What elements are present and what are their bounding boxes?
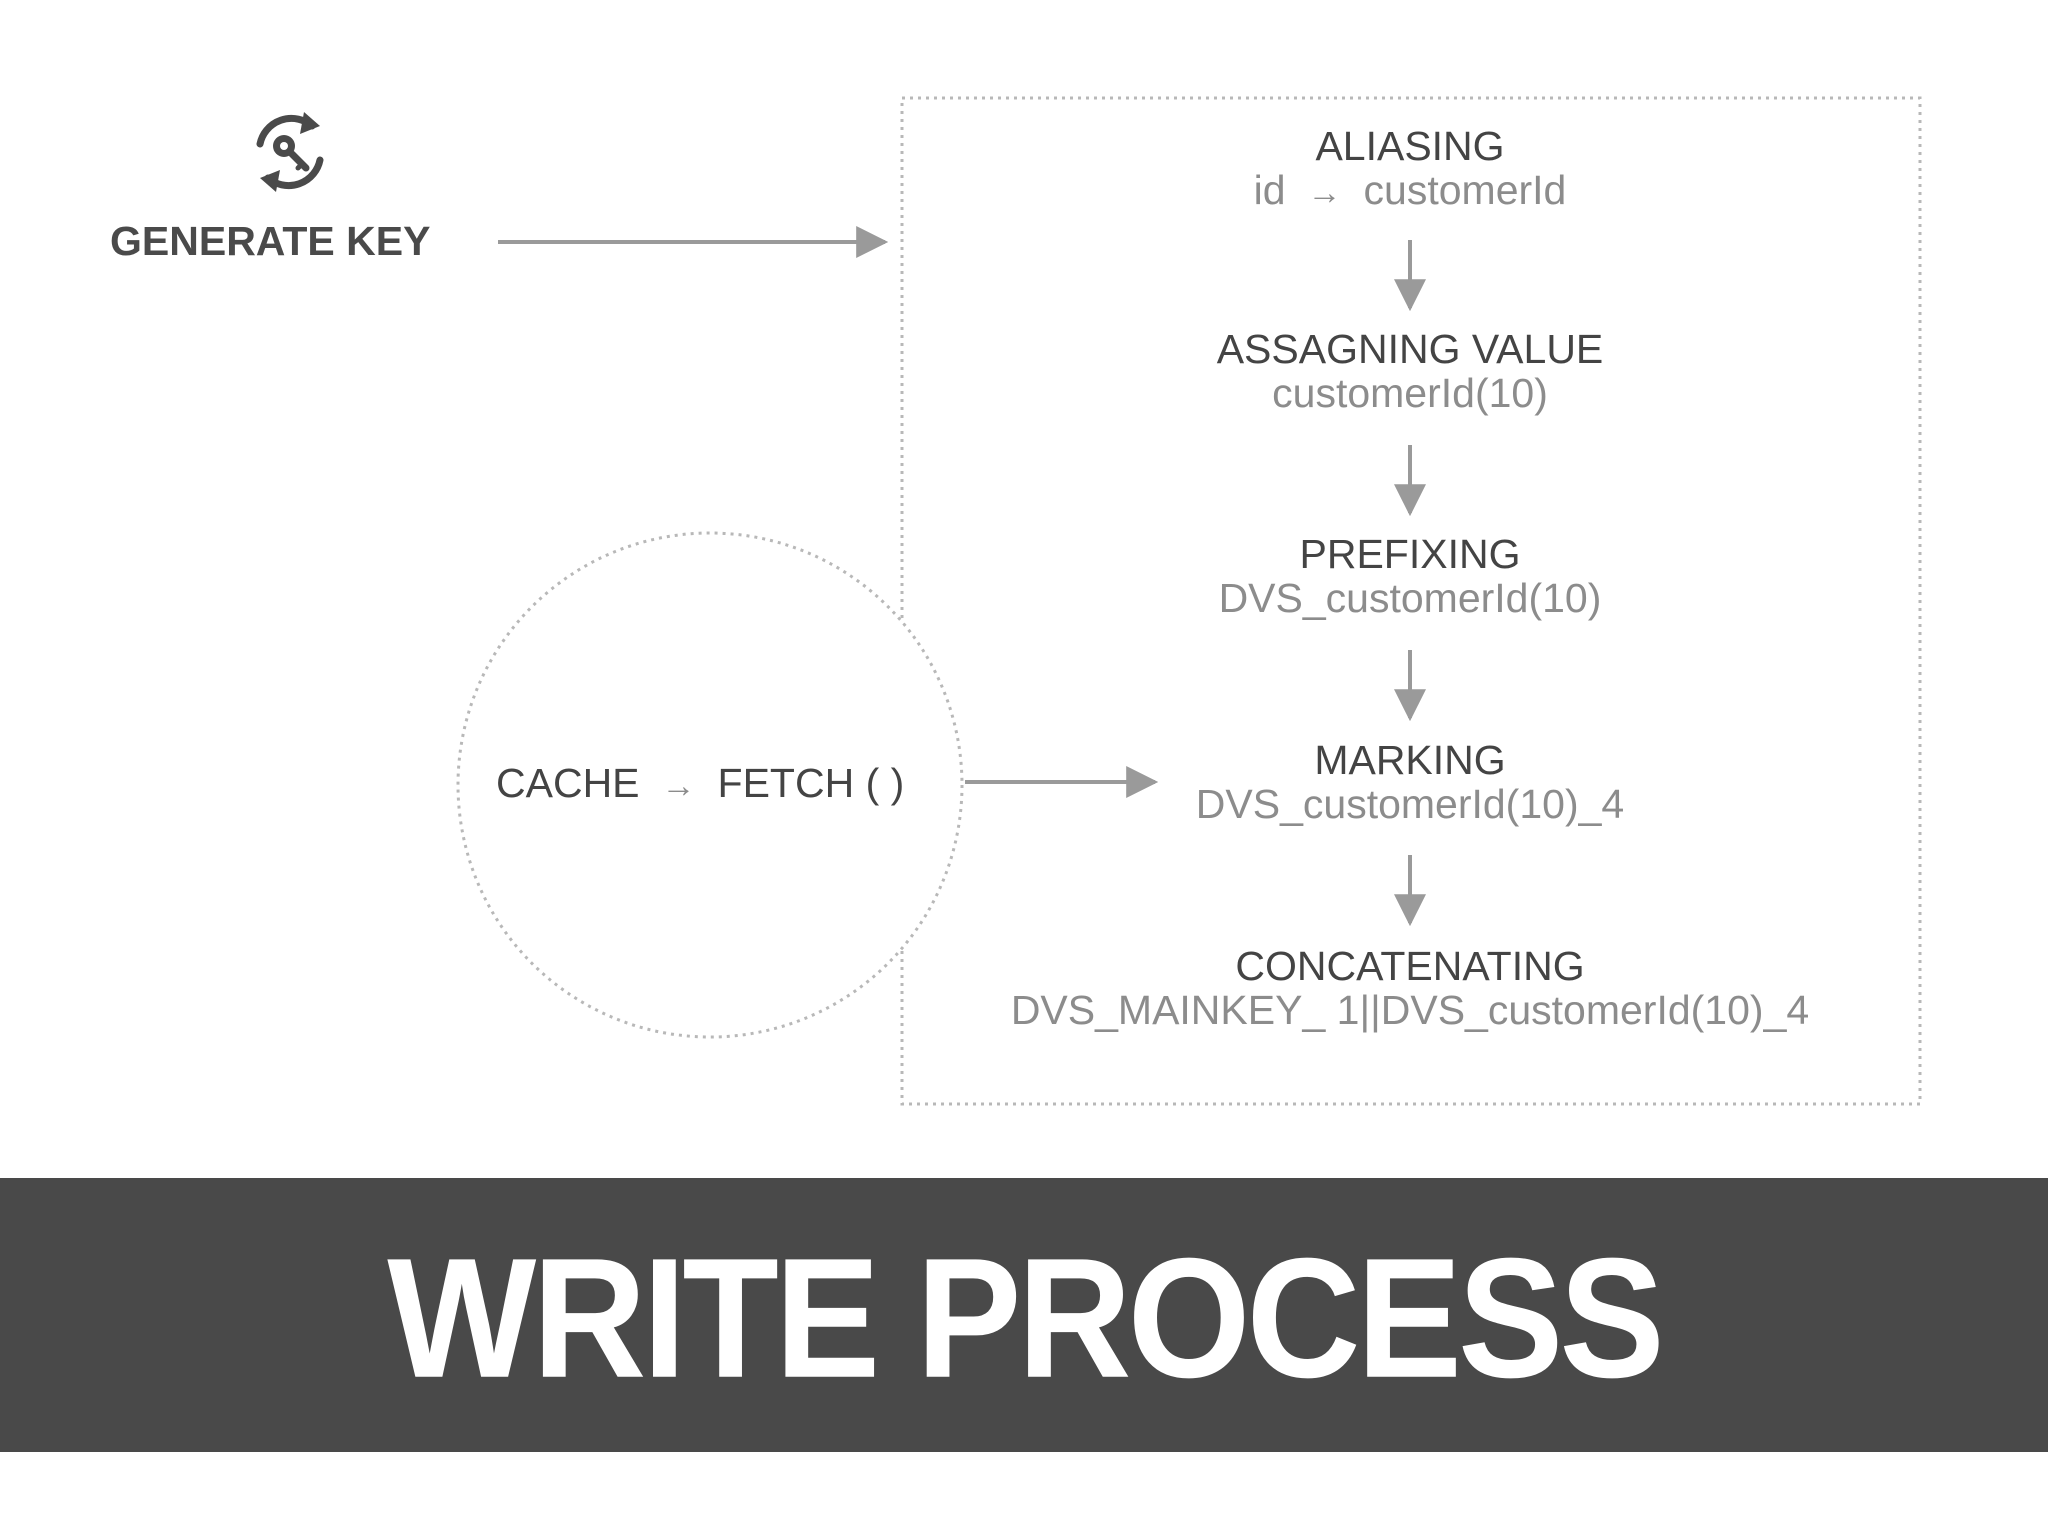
cache-arrow: → — [661, 767, 696, 805]
alias-arrow: → — [1307, 174, 1342, 212]
step-value: DVS_customerId(10)_4 — [1195, 781, 1625, 827]
alias-to: customerId — [1363, 167, 1567, 213]
step-prefixing: PREFIXING DVS_customerId(10) — [950, 532, 1870, 620]
step-aliasing: ALIASING id → customerId — [950, 124, 1870, 215]
cache-circle — [456, 531, 964, 1039]
step-concatenating: CONCATENATING DVS_MAINKEY_ 1||DVS_custom… — [950, 944, 1870, 1032]
generate-key-label: GENERATE KEY — [110, 218, 431, 264]
key-refresh-icon — [256, 112, 324, 192]
process-box — [900, 96, 1922, 1106]
step-heading: ALIASING — [1315, 123, 1505, 169]
alias-from: id — [1253, 167, 1286, 213]
title-banner — [0, 1178, 2048, 1452]
step-heading: CONCATENATING — [1235, 943, 1585, 989]
step-heading: MARKING — [1314, 737, 1506, 783]
step-value: DVS_MAINKEY_ 1||DVS_customerId(10)_4 — [1010, 987, 1810, 1033]
step-heading: PREFIXING — [1299, 531, 1521, 577]
cache-text: CACHE — [496, 760, 640, 806]
cache-fetch-label: CACHE → FETCH ( ) — [496, 760, 904, 807]
step-marking: MARKING DVS_customerId(10)_4 — [950, 738, 1870, 826]
step-heading: ASSAGNING VALUE — [1216, 326, 1604, 372]
step-value: DVS_customerId(10) — [1218, 575, 1602, 621]
banner-title: WRITE PROCESS — [387, 1223, 1665, 1414]
step-assigning-value: ASSAGNING VALUE customerId(10) — [950, 327, 1870, 415]
fetch-text: FETCH ( ) — [717, 760, 905, 806]
step-value: customerId(10) — [1272, 370, 1548, 416]
alias-mapping: id → customerId — [950, 168, 1870, 215]
